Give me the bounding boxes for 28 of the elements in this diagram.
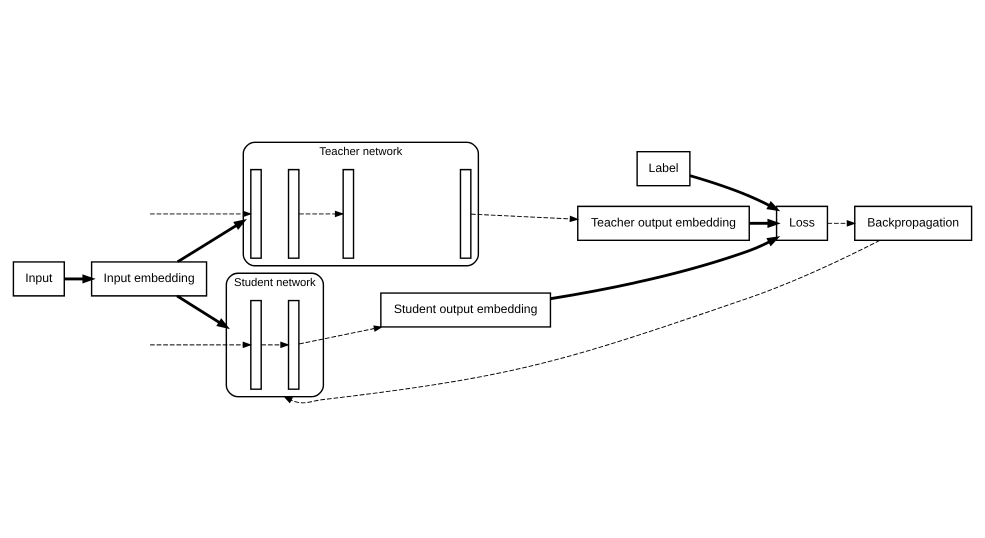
- arrow: [176, 294, 230, 329]
- node-bar: [460, 168, 472, 258]
- arrow: [749, 218, 781, 228]
- arrow: [298, 324, 384, 344]
- node-bar: [250, 168, 262, 258]
- node-box: Input embedding: [90, 260, 208, 296]
- node-bar: [250, 299, 262, 390]
- arrow: [283, 239, 880, 403]
- arrow: [690, 174, 780, 211]
- node-box: Loss: [776, 205, 828, 240]
- arrow: [550, 236, 780, 300]
- arrow: [298, 210, 344, 217]
- node-box: Label: [636, 150, 691, 186]
- arrow: [150, 210, 252, 217]
- node-box: Input: [12, 260, 65, 296]
- arrow: [827, 220, 856, 226]
- node-bar: [288, 299, 300, 390]
- arrow: [176, 218, 247, 263]
- arrow: [150, 341, 252, 348]
- arrow: [64, 274, 96, 284]
- node-box: Teacher output embedding: [577, 205, 750, 240]
- node-box: Backpropagation: [854, 205, 972, 240]
- node-bar: [288, 168, 300, 258]
- arrow: [260, 341, 290, 348]
- node-box: Student output embedding: [380, 292, 552, 328]
- cluster: Student network: [226, 272, 324, 397]
- node-bar: [342, 168, 354, 258]
- arrow: [470, 213, 580, 222]
